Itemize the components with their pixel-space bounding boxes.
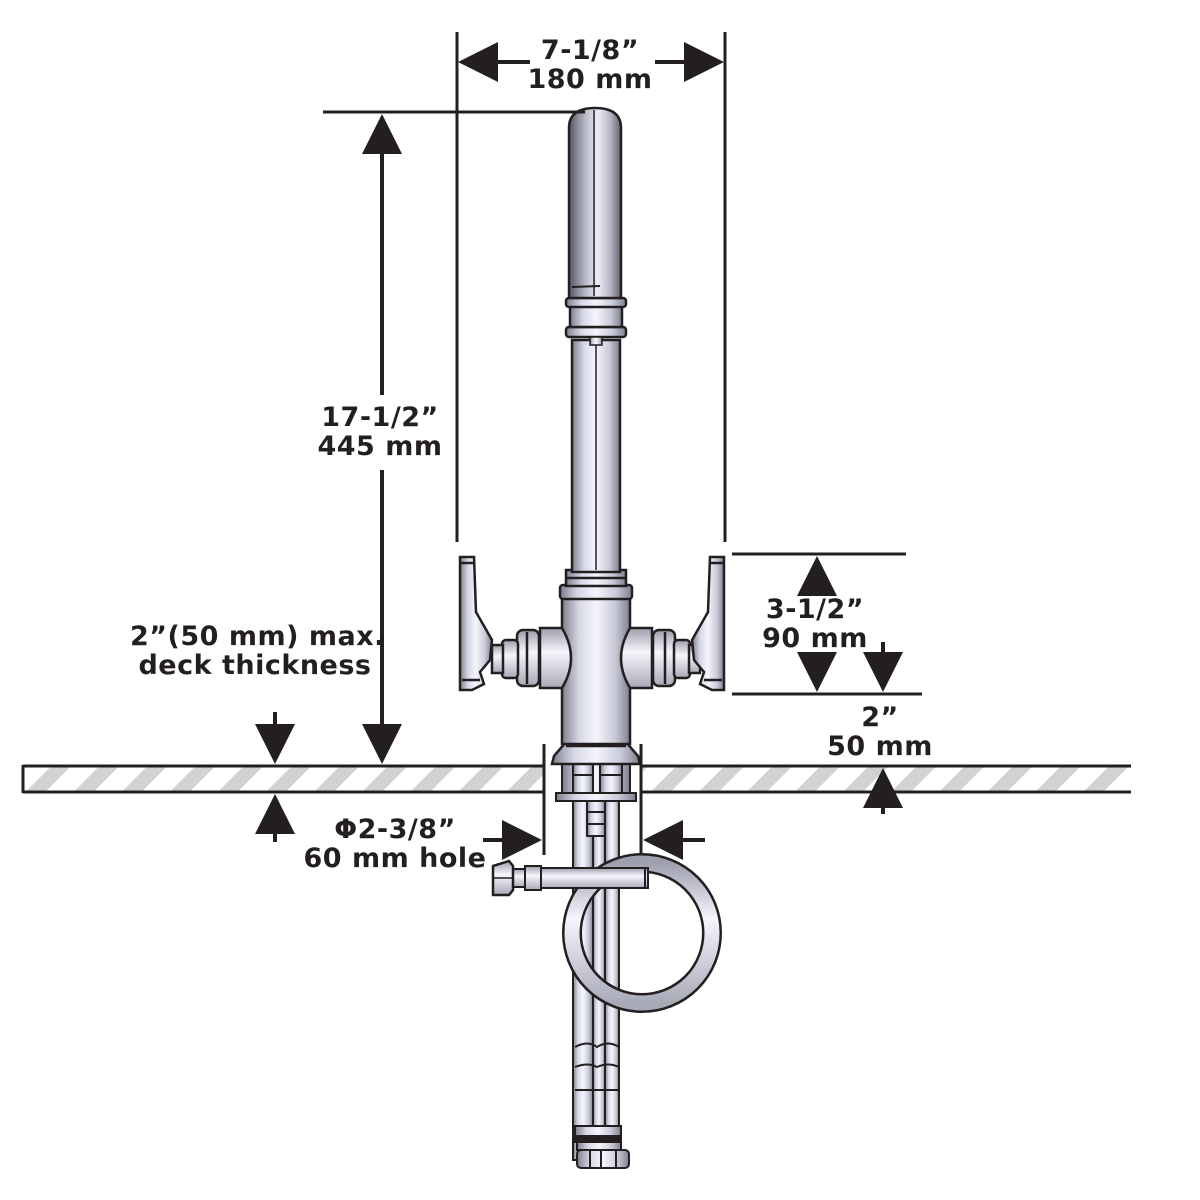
coiled-hose xyxy=(491,853,722,1013)
width-metric: 180 mm xyxy=(527,64,653,95)
hose-end-nut xyxy=(576,1149,630,1169)
deck-thickness-line2: deck thickness xyxy=(138,650,372,681)
mounting-shank xyxy=(555,761,637,802)
supply-tube-right xyxy=(604,799,620,1161)
faucet-column xyxy=(560,596,632,746)
deck-thickness-label: 2”(50 mm) max. deck thickness xyxy=(130,621,385,681)
handle-height-metric: 90 mm xyxy=(762,623,868,654)
mounting-nut xyxy=(555,792,637,802)
width-imperial: 7-1/8” xyxy=(540,35,640,66)
hole-diameter-label: Φ2-3/8” 60 mm hole xyxy=(300,815,490,873)
height-imperial: 17-1/2” xyxy=(321,402,439,433)
height-dimension-label: 17-1/2” 445 mm xyxy=(305,403,455,461)
deck-section-left xyxy=(23,766,543,792)
deck-section-right xyxy=(641,766,1131,792)
handle-height-label: 3-1/2” 90 mm xyxy=(755,595,875,653)
width-dimension-label: 7-1/8” 180 mm xyxy=(520,36,660,94)
handle-height-imperial: 3-1/2” xyxy=(765,594,865,625)
handle-to-deck-imperial: 2” xyxy=(861,702,899,733)
spout xyxy=(567,106,623,300)
right-handle xyxy=(690,555,726,692)
left-handle xyxy=(458,555,494,692)
deck-thickness-line1: 2”(50 mm) max. xyxy=(130,621,385,652)
height-metric: 445 mm xyxy=(317,431,443,462)
handle-to-deck-metric: 50 mm xyxy=(827,731,933,762)
dimension-lines xyxy=(255,32,922,860)
hole-diameter-metric: 60 mm hole xyxy=(303,843,487,874)
faucet-body xyxy=(458,106,726,766)
handle-to-deck-label: 2” 50 mm xyxy=(820,703,940,761)
hole-diameter-imperial: Φ2-3/8” xyxy=(334,814,456,845)
